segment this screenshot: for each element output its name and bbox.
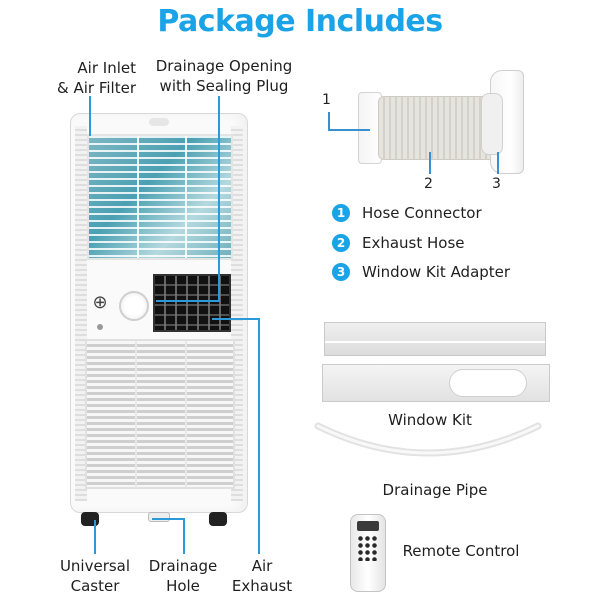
- leader-drainage-hole-h: [152, 518, 184, 520]
- hose-number-2: 2: [424, 176, 433, 192]
- window-kit-bar: [324, 322, 546, 356]
- drainage-pipe: [314, 422, 542, 457]
- power-socket-icon: ⊕: [92, 292, 108, 313]
- label-drainage-pipe: Drainage Pipe: [382, 481, 488, 499]
- remote-buttons: [357, 535, 379, 561]
- drainage-hole: [148, 512, 170, 522]
- legend-label: Exhaust Hose: [362, 234, 465, 252]
- legend-label: Hose Connector: [362, 204, 482, 222]
- hose-number-1: 1: [322, 92, 331, 108]
- legend-item-hose-connector: 1 Hose Connector: [332, 202, 482, 224]
- legend-badge: 1: [332, 204, 350, 222]
- legend-badge: 3: [332, 263, 350, 281]
- label-air-exhaust: Air Exhaust: [231, 557, 293, 595]
- label-remote-control: Remote Control: [402, 542, 520, 560]
- caster-left: [81, 512, 99, 526]
- exhaust-hose: [378, 96, 496, 160]
- legend-badge: 2: [332, 234, 350, 252]
- leader-air-exhaust-v: [258, 318, 260, 554]
- lower-grill: [85, 339, 235, 489]
- side-ribs-left: [75, 126, 87, 501]
- label-air-inlet: Air Inlet & Air Filter: [57, 59, 136, 97]
- top-handle: [149, 118, 169, 126]
- page-title: Package Includes: [157, 4, 443, 39]
- legend-item-window-kit-adapter: 3 Window Kit Adapter: [332, 261, 510, 283]
- drainage-sealing-plug: [119, 291, 149, 321]
- air-filter-grill: [87, 134, 233, 260]
- leader-drainage-hole: [183, 518, 185, 554]
- window-kit-panel: [322, 364, 550, 402]
- leader-caster: [94, 520, 96, 554]
- hose-number-3: 3: [492, 176, 501, 192]
- leader-air-inlet: [89, 96, 91, 136]
- legend-item-exhaust-hose: 2 Exhaust Hose: [332, 232, 465, 254]
- label-window-kit: Window Kit: [388, 411, 472, 429]
- remote-screen: [357, 521, 379, 531]
- legend-label: Window Kit Adapter: [362, 263, 511, 281]
- leader-hose-3: [497, 152, 499, 174]
- indicator-dot: [97, 324, 103, 330]
- leader-drainage-opening-h: [156, 300, 220, 302]
- air-conditioner-unit: ⊕: [70, 113, 248, 526]
- leader-air-exhaust-h: [212, 318, 260, 320]
- window-kit-opening: [449, 369, 527, 397]
- label-universal-caster: Universal Caster: [59, 557, 131, 595]
- leader-hose-1-h: [328, 129, 370, 131]
- leader-drainage-opening-v: [218, 96, 220, 300]
- label-drainage-opening: Drainage Opening with Sealing Plug: [155, 57, 293, 95]
- caster-right: [209, 512, 227, 526]
- leader-hose-2: [429, 152, 431, 174]
- window-kit-adapter: [481, 70, 524, 174]
- leader-hose-1-v: [328, 112, 330, 130]
- label-drainage-hole: Drainage Hole: [148, 557, 218, 595]
- remote-control: [350, 514, 386, 592]
